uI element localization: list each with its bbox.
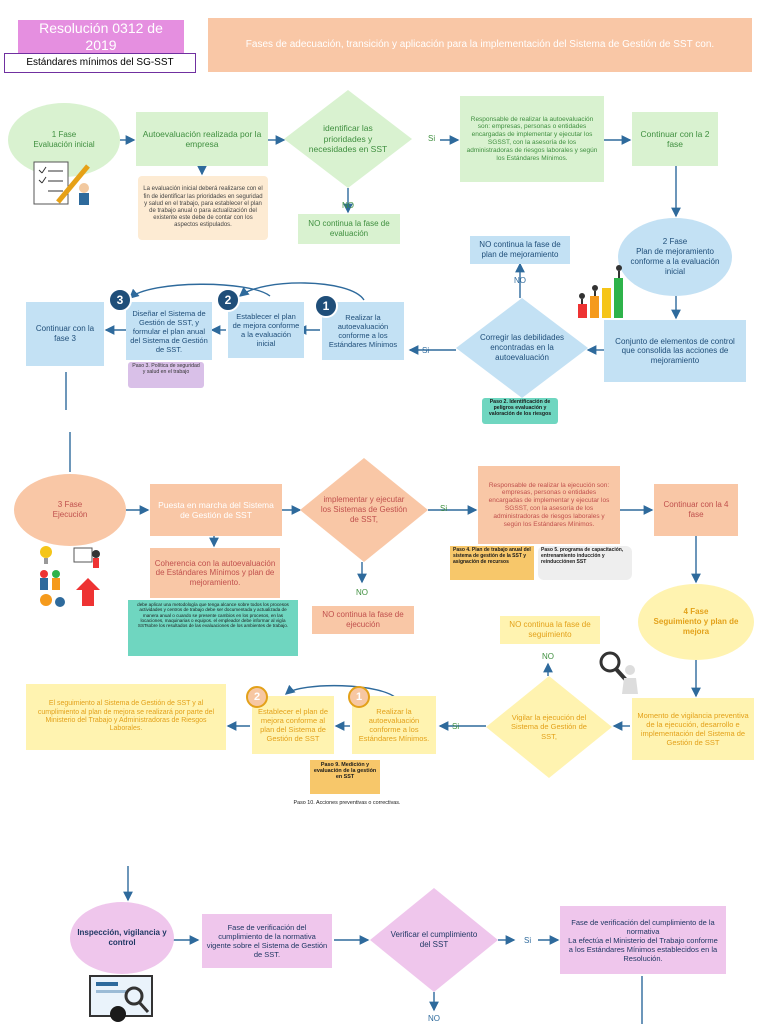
phase4-moment: Momento de vigilancia preventiva de la e… (632, 698, 754, 760)
phase3-decision: implementar y ejecutar los Sistemas de G… (300, 458, 428, 562)
phase2-start: 2 Fase Plan de mejoramiento conforme a l… (618, 218, 732, 296)
phase3-launch: Puesta en marcha del Sistema de Gestión … (150, 484, 282, 536)
phase4-decision: Vigilar la ejecución del Sistema de Gest… (486, 676, 612, 778)
phase3-step4: Paso 4. Plan de trabajo anual del sistem… (450, 546, 534, 580)
phase1-yes-label: Si (428, 134, 436, 143)
phase5-verify-phase: Fase de verificación del cumplimiento de… (202, 914, 332, 968)
phase5-decision: Verificar el cumplimiento del SST (370, 888, 498, 992)
phase4-followup: El seguimiento al Sistema de Gestión de … (26, 684, 226, 750)
phase2-step2-number: 2 (216, 288, 240, 312)
phase3-no-continue: NO continua la fase de ejecución (312, 606, 414, 634)
phase5-start: Inspección, vigilancia y control (70, 902, 174, 974)
page-title: Resolución 0312 de 2019 (18, 20, 184, 54)
header-banner: Fases de adecuación, transición y aplica… (208, 18, 752, 72)
phase3-no-label: NO (356, 588, 368, 597)
phase3-yes-label: Si (440, 504, 448, 513)
phase2-step2: Establecer el plan de mejora conforme a … (228, 302, 304, 358)
phase1-no-label: NO (342, 201, 354, 210)
phase4-step1: Realizar la autoevaluación conforme a lo… (352, 696, 436, 754)
page-subtitle: Estándares mínimos del SG-SST (4, 53, 196, 73)
phase4-no-continue: NO continua la fase de seguimiento (500, 616, 600, 644)
checklist-pencil-icon (28, 158, 94, 208)
teamwork-icon (34, 540, 110, 610)
phase4-no-label: NO (542, 652, 554, 661)
phase4-step10: Paso 10. Acciones preventivas o correcti… (282, 798, 412, 812)
phase3-continue: Continuar con la 4 fase (654, 484, 738, 536)
phase5-no-label: NO (428, 1014, 440, 1023)
phase2-no-label: NO (514, 276, 526, 285)
bar-chart-people-icon (574, 260, 632, 320)
phase5-yes-label: Si (524, 936, 532, 945)
phase2-step1-number: 1 (314, 294, 338, 318)
phase2-step3-number: 3 (108, 288, 132, 312)
phase2-decision: Corregir las debilidades encontradas en … (456, 298, 588, 398)
phase4-yes-label: Si (452, 722, 460, 731)
phase3-step5: Paso 5. programa de capacitación, entren… (538, 546, 632, 580)
phase2-no-continue: NO continua la fase de plan de mejoramie… (470, 236, 570, 264)
phase4-step2: Establecer el plan de mejora conforme al… (252, 696, 334, 754)
phase4-start: 4 Fase Seguimiento y plan de mejora (638, 584, 754, 660)
phase1-no-continue: NO continua la fase de evaluación (298, 214, 400, 244)
phase2-step3: Diseñar el Sistema de Gestión de SST, y … (126, 302, 212, 360)
phase1-continue: Continuar con la 2 fase (632, 112, 718, 166)
phase2-step2-note: Paso 2. Identificación de peligros evalu… (482, 398, 558, 424)
phase1-self-eval: Autoevaluación realizada por la empresa (136, 112, 268, 166)
phase5-result: Fase de verificación del cumplimiento de… (560, 906, 726, 974)
phase4-step9: Paso 9. Medición y evaluación de la gest… (310, 760, 380, 794)
phase1-note: La evaluación inicial deberá realizarse … (138, 176, 268, 240)
laptop-search-icon (76, 970, 172, 1024)
phase2-step3-note: Paso 3. Política de seguridad y salud en… (128, 362, 204, 388)
magnifier-person-icon (596, 648, 642, 696)
phase3-coherence: Coherencia con la autoevaluación de Está… (150, 548, 280, 598)
phase2-set: Conjunto de elementos de control que con… (604, 320, 746, 382)
phase3-note: debe aplicar una metodología que tenga a… (128, 600, 298, 656)
phase2-continue: Continuar con la fase 3 (26, 302, 104, 366)
phase3-responsible: Responsable de realizar la ejecución son… (478, 466, 620, 544)
phase4-step2-number: 2 (246, 686, 268, 708)
phase1-decision: identificar las prioridades y necesidade… (284, 90, 412, 188)
phase3-start: 3 Fase Ejecución (14, 474, 126, 546)
phase2-yes-label: Si (422, 346, 430, 355)
phase4-step1-number: 1 (348, 686, 370, 708)
phase1-responsible: Responsable de realizar la autoevaluació… (460, 96, 604, 182)
